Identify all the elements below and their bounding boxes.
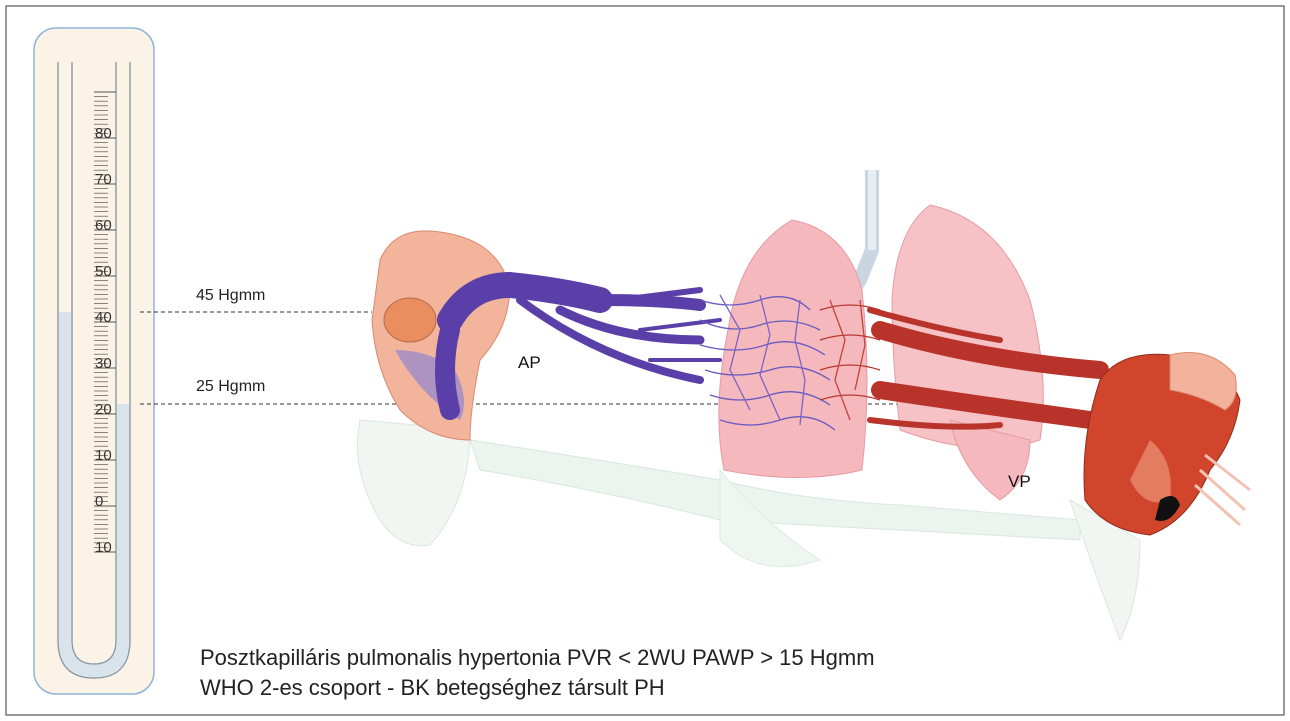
left-lung	[719, 220, 867, 478]
manometer-panel	[34, 28, 154, 694]
label-ap: AP	[518, 353, 541, 372]
scale-label: 60	[95, 217, 112, 234]
level-label-45: 45 Hgmm	[196, 287, 265, 304]
scale-label: 50	[95, 263, 112, 280]
scale-label: 70	[95, 171, 112, 188]
manometer: 80 70 60 50 40 30 20 10 0 10	[34, 28, 154, 694]
scale-label: 10	[95, 539, 112, 556]
caption-line-1: Posztkapilláris pulmonalis hypertonia PV…	[200, 645, 875, 671]
caption-line-2: WHO 2-es csoport - BK betegséghez társul…	[200, 675, 665, 701]
scale-label: 80	[95, 125, 112, 142]
scale-label: 30	[95, 355, 112, 372]
scale-label: 40	[95, 309, 112, 326]
label-vp: VP	[1008, 472, 1031, 491]
scale-label: 10	[95, 447, 112, 464]
scale-label: 0	[95, 493, 103, 510]
level-label-25: 25 Hgmm	[196, 378, 265, 395]
scale-label: 20	[95, 401, 112, 418]
left-heart	[1084, 353, 1250, 536]
